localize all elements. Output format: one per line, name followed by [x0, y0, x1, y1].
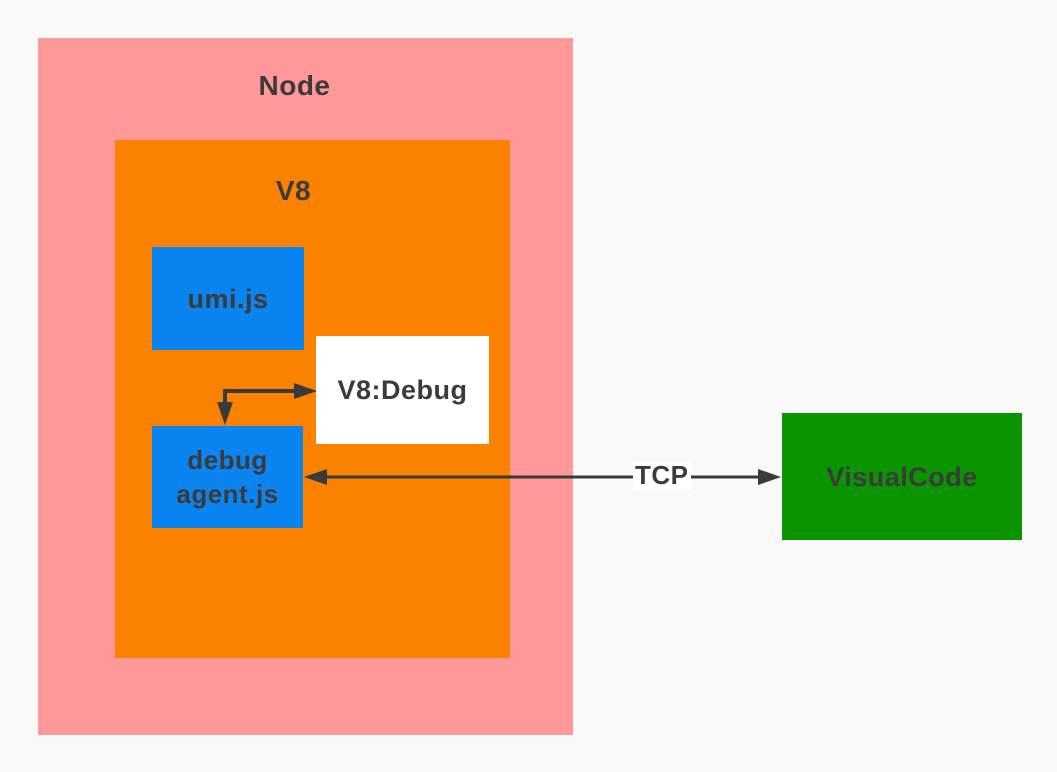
debug-agent-label-line1: debug: [187, 445, 268, 475]
visualcode-box: VisualCode: [782, 413, 1022, 540]
v8-debug-box: V8:Debug: [316, 336, 489, 444]
visualcode-label: VisualCode: [826, 461, 978, 492]
arrowhead-right-into-visualcode: [758, 469, 781, 485]
v8-label: V8: [275, 175, 312, 206]
debug-agent-label-line2: agent.js: [176, 479, 279, 509]
debug-agent-js-box: debug agent.js: [152, 426, 303, 528]
node-label: Node: [258, 70, 331, 101]
tcp-edge-label: TCP: [633, 460, 691, 490]
umi-js-label: umi.js: [187, 283, 269, 314]
v8-debug-label: V8:Debug: [337, 375, 468, 405]
umi-js-box: umi.js: [152, 247, 304, 350]
